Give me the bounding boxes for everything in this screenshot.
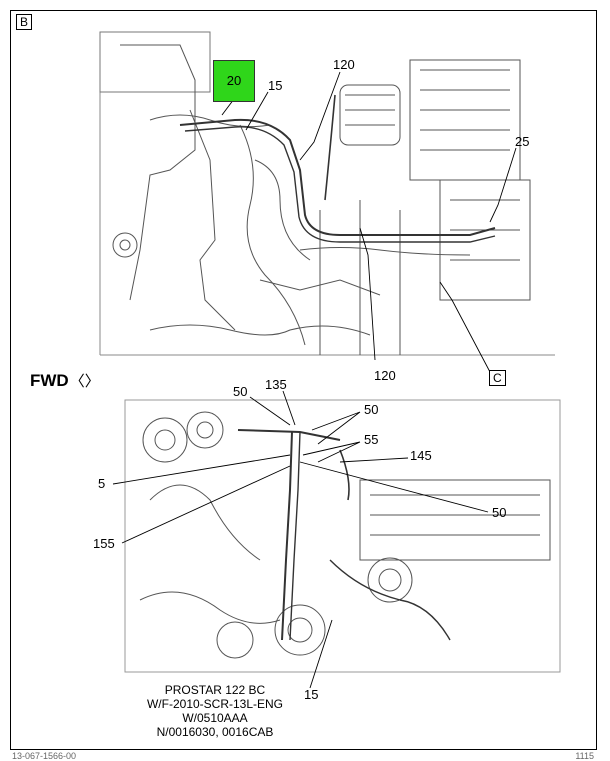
caption-line-3: W/0510AAA [182, 711, 248, 725]
figure-id: 13-067-1566-00 [12, 751, 77, 761]
callout-50-c: 50 [492, 505, 507, 520]
callout-5: 5 [98, 476, 106, 491]
view-label-b: B [16, 14, 33, 30]
forward-direction-indicator: FWD〈〉 [30, 370, 100, 391]
callout-15-bottom: 15 [304, 687, 319, 702]
callout-120-top: 120 [333, 57, 355, 72]
fwd-label: FWD [30, 371, 69, 390]
page-code: 1115 [575, 751, 594, 761]
callout-50-a: 50 [233, 384, 248, 399]
applicability-caption: PROSTAR 122 BC W/F-2010-SCR-13L-ENG W/05… [120, 683, 310, 739]
callout-155: 155 [93, 536, 115, 551]
diagram-frame [10, 10, 597, 750]
callout-120-bottom: 120 [374, 368, 396, 383]
fwd-arrow-icon: 〈〉 [69, 373, 100, 390]
callout-135: 135 [265, 377, 287, 392]
highlighted-part-callout: 20 [213, 60, 255, 102]
callout-25: 25 [515, 134, 530, 149]
caption-line-1: PROSTAR 122 BC [164, 683, 266, 697]
callout-15-top: 15 [268, 78, 283, 93]
caption-line-2: W/F-2010-SCR-13L-ENG [146, 697, 284, 711]
caption-line-4: N/0016030, 0016CAB [156, 725, 274, 739]
detail-label-c: C [489, 370, 506, 386]
callout-55: 55 [364, 432, 379, 447]
callout-145: 145 [410, 448, 432, 463]
callout-50-b: 50 [364, 402, 379, 417]
